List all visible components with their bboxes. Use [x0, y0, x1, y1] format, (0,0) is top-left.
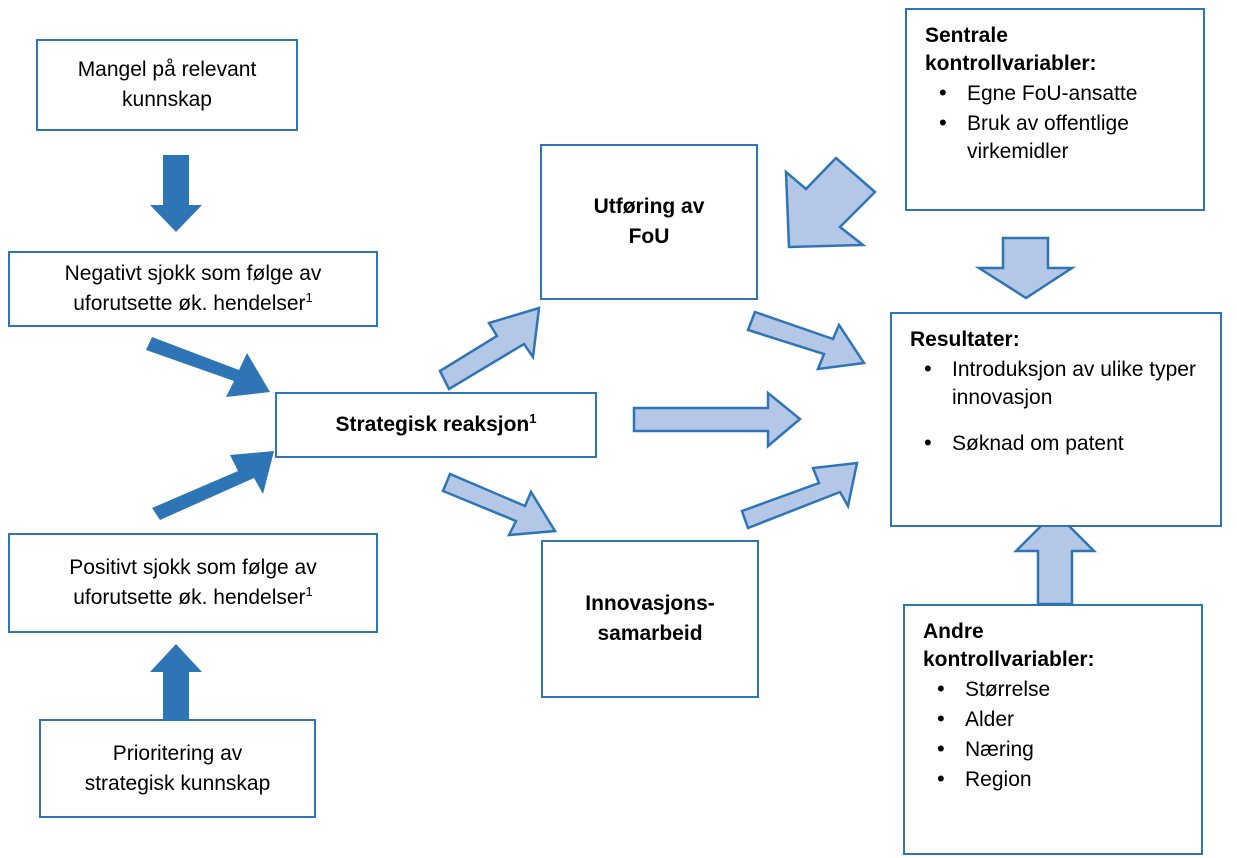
list-item: Størrelse: [923, 675, 1187, 704]
sentrale-kontrollvariabler-heading-line-2: kontrollvariabler:: [925, 52, 1097, 75]
node-mangel-pa-relevant-kunnskap[interactable]: Mangel på relevant kunnskap: [36, 39, 298, 131]
arrow-negativt-sjokk-to-strategisk-reaksjon: [146, 337, 270, 397]
arrow-innovasjonssamarbeid-to-resultater: [740, 461, 859, 530]
arrow-strategisk-reaksjon-to-resultater: [632, 390, 802, 449]
node-utforing-fou-line-1: Utføring av: [593, 195, 705, 218]
arrow-utforing-fou-to-resultater: [746, 310, 867, 371]
node-resultater[interactable]: Resultater: Introduksjon av ulike typer …: [890, 312, 1222, 527]
arrow-strategisk-reaksjon-to-utforing-fou: [438, 306, 541, 391]
sentrale-kontrollvariabler-heading-line-1: Sentrale: [925, 24, 1008, 47]
node-strategisk-reaksjon[interactable]: Strategisk reaksjon1: [275, 392, 597, 458]
node-andre-kontrollvariabler[interactable]: Andre kontrollvariabler: Størrelse Alder…: [903, 604, 1203, 855]
node-prioritering-av-strategisk-kunnskap[interactable]: Prioritering av strategisk kunnskap: [39, 719, 316, 818]
node-prioritering-line-1: Prioritering av: [112, 741, 243, 765]
resultater-list: Introduksjon av ulike typer innovasjon S…: [910, 354, 1206, 458]
node-innovasjonssamarbeid-line-1: Innovasjons-: [585, 592, 715, 615]
node-innovasjonssamarbeid-line-2: samarbeid: [597, 622, 703, 645]
list-item: Egne FoU-ansatte: [925, 79, 1189, 108]
list-item: Søknad om patent: [910, 429, 1206, 458]
node-innovasjonssamarbeid[interactable]: Innovasjons- samarbeid: [541, 540, 759, 698]
arrow-strategisk-reaksjon-to-innovasjonssamarbeid: [441, 472, 558, 537]
node-positivt-sjokk[interactable]: Positivt sjokk som følge av uforutsette …: [8, 533, 378, 633]
list-item: Introduksjon av ulike typer innovasjon: [910, 355, 1206, 412]
list-item: Bruk av offentlige virkemidler: [925, 109, 1189, 166]
andre-kontrollvariabler-heading-line-1: Andre: [923, 620, 984, 643]
node-mangel-line-2: kunnskap: [122, 88, 212, 111]
node-strategisk-reaksjon-line-1: Strategisk reaksjon1: [335, 411, 537, 436]
list-item: Alder: [923, 705, 1187, 734]
resultater-heading: Resultater:: [910, 328, 1020, 351]
node-mangel-line-1: Mangel på relevant: [77, 58, 257, 81]
andre-kontrollvariabler-heading-line-2: kontrollvariabler:: [923, 648, 1095, 671]
node-negativt-sjokk-line-2: uforutsette øk. hendelser1: [73, 290, 313, 315]
node-prioritering-line-2: strategisk kunnskap: [84, 771, 271, 795]
node-positivt-sjokk-line-1: Positivt sjokk som følge av: [69, 556, 317, 579]
node-sentrale-kontrollvariabler[interactable]: Sentrale kontrollvariabler: Egne FoU-ans…: [905, 8, 1205, 211]
arrow-sentrale-kontrollvariabler-to-resultater: [974, 236, 1077, 300]
node-negativt-sjokk-line-1: Negativt sjokk som følge av: [64, 262, 322, 285]
node-negativt-sjokk[interactable]: Negativt sjokk som følge av uforutsette …: [8, 251, 378, 327]
arrow-prioritering-to-positivt-sjokk: [150, 644, 202, 720]
node-utforing-fou-line-2: FoU: [628, 225, 670, 248]
node-positivt-sjokk-line-2: uforutsette øk. hendelser1: [73, 584, 313, 609]
sentrale-kontrollvariabler-list: Egne FoU-ansatte Bruk av offentlige virk…: [925, 78, 1189, 166]
andre-kontrollvariabler-list: Størrelse Alder Næring Region: [923, 674, 1187, 794]
list-item: Region: [923, 765, 1187, 794]
arrow-sentrale-kontrollvariabler-to-utforing-fou: [784, 156, 877, 249]
node-utforing-av-fou[interactable]: Utføring av FoU: [540, 144, 758, 300]
arrow-positivt-sjokk-to-strategisk-reaksjon: [152, 451, 274, 520]
arrow-mangel-to-negativt-sjokk: [150, 155, 202, 232]
list-item: Næring: [923, 735, 1187, 764]
